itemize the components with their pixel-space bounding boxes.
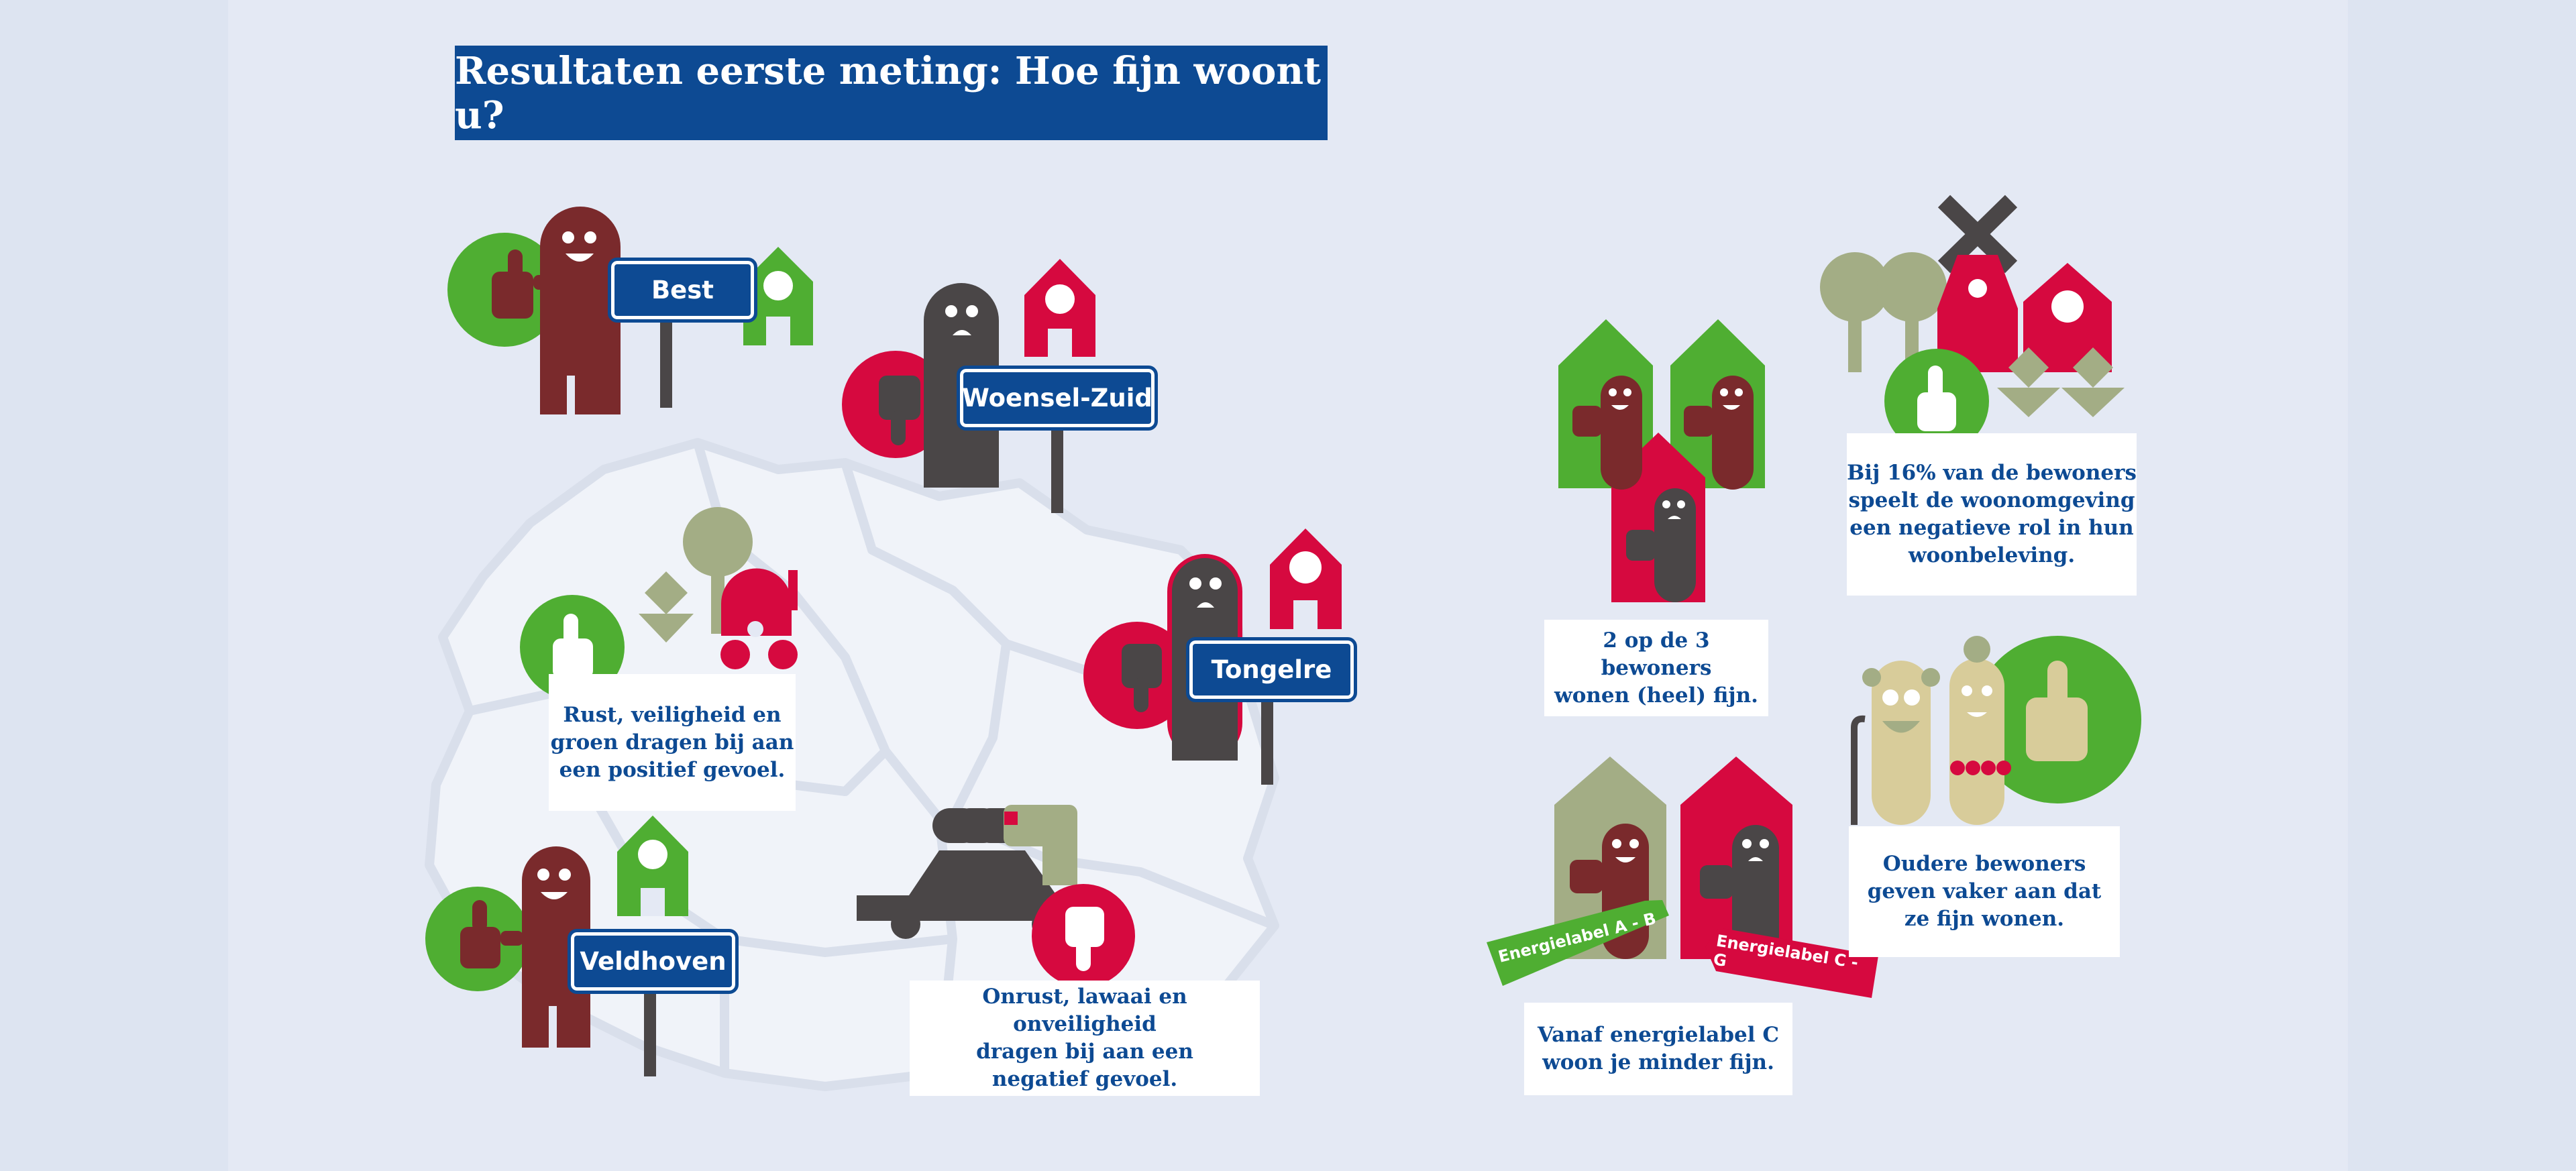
- thumbs-up-icon: [2026, 661, 2088, 761]
- diamond-markers: [639, 571, 694, 643]
- windmill-icon: [1937, 194, 2018, 372]
- finding-negative-feeling: Onrust, lawaai en onveiligheid dragen bi…: [910, 981, 1260, 1096]
- cane-icon: [1851, 715, 1866, 825]
- sign-woensel-zuid: Woensel-Zuid: [957, 366, 1158, 431]
- page-title-banner: Resultaten eerste meting: Hoe fijn woont…: [455, 46, 1328, 140]
- older-residents-group: [1851, 636, 2141, 825]
- stroller-icon: [720, 568, 798, 669]
- green-environment-group: [520, 507, 798, 700]
- thumbs-up-icon: [1917, 366, 1956, 431]
- energy-label-tag-bad: [1705, 928, 1878, 998]
- sign-best-label: Best: [651, 276, 714, 304]
- sign-veldhoven: Veldhoven: [568, 929, 739, 994]
- sign-best: Best: [608, 258, 757, 323]
- finding-two-of-three: 2 op de 3 bewoners wonen (heel) fijn.: [1544, 620, 1768, 716]
- finding-older-residents: Oudere bewoners geven vaker aan dat ze f…: [1849, 826, 2120, 957]
- surroundings-group: [1820, 194, 2125, 453]
- sign-post: [1261, 698, 1273, 785]
- noise-traffic-group: [857, 805, 1135, 987]
- sign-tongelre: Tongelre: [1186, 637, 1357, 702]
- thumbs-down-icon: [1065, 907, 1104, 971]
- sign-post: [644, 979, 656, 1076]
- house-icon: [1024, 259, 1095, 357]
- thumbs-down-icon: [1122, 644, 1162, 712]
- thumbs-up-icon: [492, 249, 553, 319]
- sign-woensel-zuid-label: Woensel-Zuid: [962, 384, 1152, 412]
- older-resident-figure: [1949, 659, 2004, 825]
- finding-positive-feeling: Rust, veiligheid en groen dragen bij aan…: [549, 674, 796, 811]
- best-resident-group: [447, 207, 813, 416]
- thumbs-up-icon: [553, 614, 593, 679]
- page-title: Resultaten eerste meting: Hoe fijn woont…: [455, 48, 1321, 137]
- tree-icon: [1820, 252, 1947, 372]
- older-resident-figure: [1872, 661, 1931, 825]
- sign-veldhoven-label: Veldhoven: [580, 947, 727, 976]
- diamond-markers: [1997, 347, 2125, 417]
- thumbs-down-icon: [879, 376, 920, 445]
- house-icon: [617, 816, 688, 916]
- house-icon: [1270, 528, 1342, 629]
- energy-label-group: [1487, 757, 1878, 998]
- satisfied-residents-houses: [1558, 319, 1765, 602]
- house-icon: [2023, 263, 2112, 372]
- sign-post: [660, 309, 672, 408]
- loudspeaker-icon: [932, 805, 1077, 885]
- thumbs-up-icon: [460, 900, 523, 968]
- finding-surroundings: Bij 16% van de bewoners speelt de woonom…: [1847, 433, 2137, 596]
- necklace-beads: [1950, 761, 2011, 775]
- house-icon: [743, 247, 813, 345]
- sign-tongelre-label: Tongelre: [1211, 655, 1332, 684]
- finding-energy-label: Vanaf energielabel C woon je minder fijn…: [1524, 1003, 1792, 1095]
- energy-label-tag-good: [1487, 900, 1669, 986]
- sign-post: [1051, 423, 1063, 513]
